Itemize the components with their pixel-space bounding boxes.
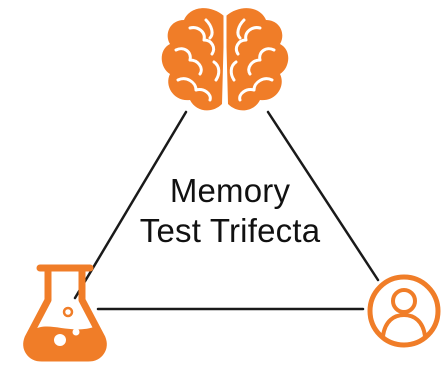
edge-right [266, 110, 380, 282]
diagram-title: Memory Test Trifecta [112, 171, 348, 251]
person-icon [367, 274, 441, 348]
triangle [73, 110, 380, 311]
edge-left [73, 110, 188, 300]
brain-icon [161, 8, 289, 111]
flask-icon [23, 264, 107, 362]
title-line-1: Memory [169, 172, 291, 209]
title-line-2: Test Trifecta [139, 212, 321, 249]
